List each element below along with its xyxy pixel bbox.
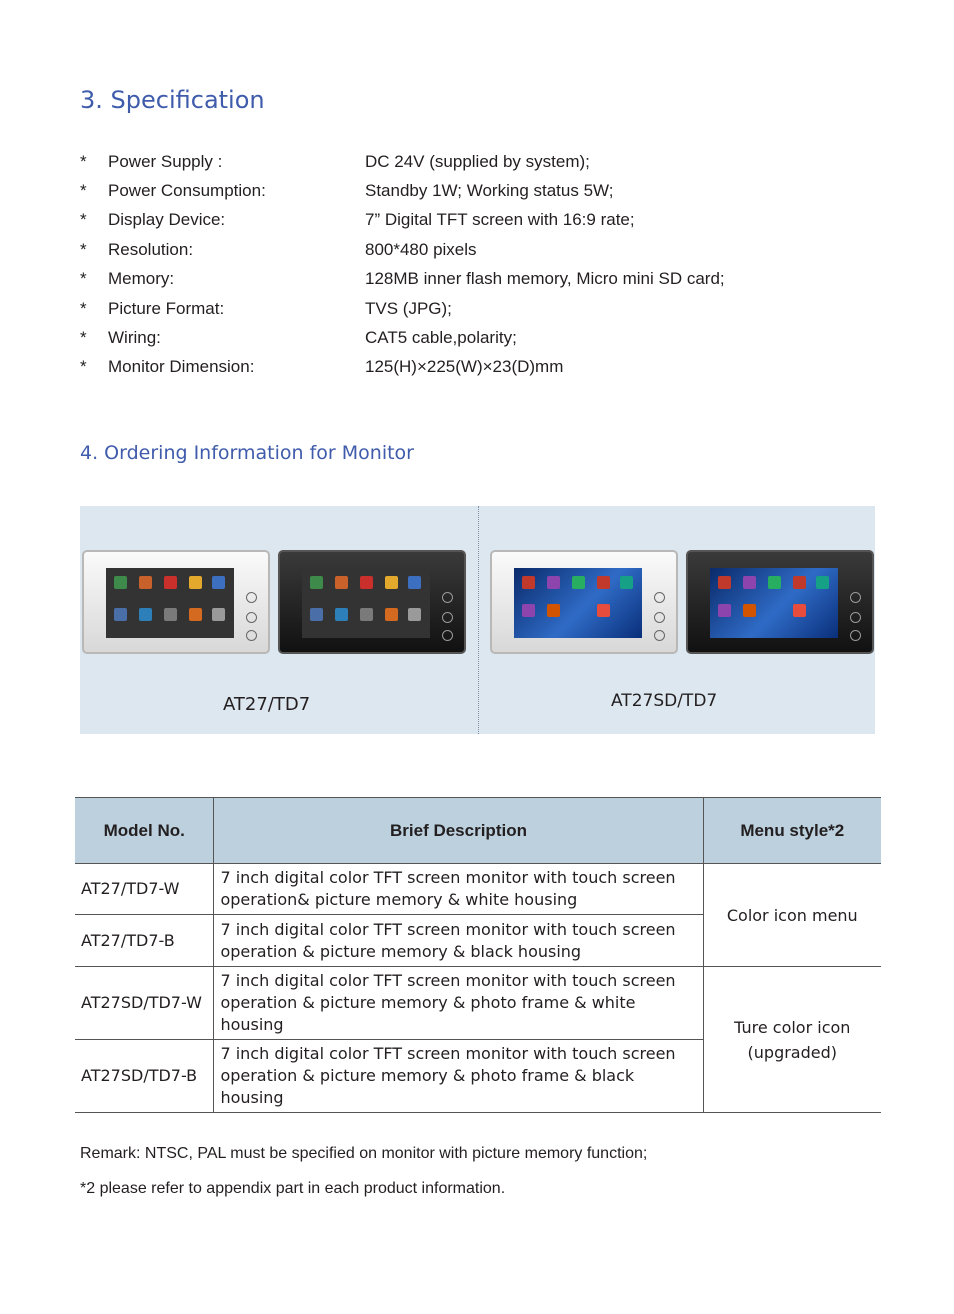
spec-value: 800*480 pixels bbox=[365, 240, 477, 259]
description-cell: 7 inch digital color TFT screen monitor … bbox=[213, 863, 704, 915]
model-cell: AT27SD/TD7-W bbox=[75, 966, 215, 1040]
spec-label: Picture Format: bbox=[108, 299, 225, 318]
spec-value: Standby 1W; Working status 5W; bbox=[365, 181, 614, 200]
bullet: * bbox=[80, 152, 87, 171]
description-cell: 7 inch digital color TFT screen monitor … bbox=[213, 914, 704, 967]
model-cell: AT27/TD7-W bbox=[75, 863, 215, 915]
monitor-image-at27sd-white bbox=[490, 550, 678, 654]
caption-at27: AT27/TD7 bbox=[223, 694, 311, 715]
header-description: Brief Description bbox=[213, 797, 704, 864]
caption-at27sd: AT27SD/TD7 bbox=[611, 691, 718, 711]
header-model: Model No. bbox=[75, 797, 215, 864]
spec-label: Power Supply : bbox=[108, 152, 223, 171]
table-row: AT27SD/TD7-B 7 inch digital color TFT sc… bbox=[75, 1039, 881, 1113]
table-row: AT27SD/TD7-W 7 inch digital color TFT sc… bbox=[75, 966, 881, 1113]
spec-value: TVS (JPG); bbox=[365, 299, 452, 318]
description-cell: 7 inch digital color TFT screen monitor … bbox=[213, 1039, 704, 1113]
table-row: AT27/TD7-W 7 inch digital color TFT scre… bbox=[75, 863, 881, 967]
spec-value: 128MB inner flash memory, Micro mini SD … bbox=[365, 269, 725, 288]
table-row: AT27/TD7-B 7 inch digital color TFT scre… bbox=[75, 914, 881, 967]
monitor-screen bbox=[106, 568, 234, 638]
section-heading-specification: 3. Specification bbox=[80, 86, 265, 114]
bullet: * bbox=[80, 357, 87, 376]
bullet: * bbox=[80, 328, 87, 347]
monitor-screen bbox=[302, 568, 430, 638]
spec-label: Resolution: bbox=[108, 240, 194, 259]
spec-value: CAT5 cable,polarity; bbox=[365, 328, 517, 347]
spec-value: 7” Digital TFT screen with 16:9 rate; bbox=[365, 210, 635, 229]
menu-style-cell: Ture color icon (upgraded) bbox=[702, 966, 881, 1113]
spec-value: 125(H)×225(W)×23(D)mm bbox=[365, 357, 564, 376]
description-cell: 7 inch digital color TFT screen monitor … bbox=[213, 966, 704, 1040]
product-image-panel: AT27/TD7 AT27SD/TD7 bbox=[80, 506, 875, 734]
bullet: * bbox=[80, 210, 87, 229]
monitor-image-at27-white bbox=[82, 550, 270, 654]
menu-style-cell: Color icon menu bbox=[702, 863, 881, 967]
section-heading-ordering: 4. Ordering Information for Monitor bbox=[80, 442, 414, 464]
header-menu-style: Menu style*2 bbox=[702, 797, 881, 864]
model-cell: AT27/TD7-B bbox=[75, 914, 215, 967]
bullet: * bbox=[80, 269, 87, 288]
ordering-table: Model No. Brief Description Menu style*2… bbox=[75, 797, 881, 1113]
bullet: * bbox=[80, 181, 87, 200]
bullet: * bbox=[80, 240, 87, 259]
spec-label: Monitor Dimension: bbox=[108, 357, 255, 376]
spec-label: Memory: bbox=[108, 269, 175, 288]
model-cell: AT27SD/TD7-B bbox=[75, 1039, 215, 1113]
spec-label: Power Consumption: bbox=[108, 181, 266, 200]
table-header-row: Model No. Brief Description Menu style*2 bbox=[75, 797, 881, 864]
bullet: * bbox=[80, 299, 87, 318]
panel-divider bbox=[478, 506, 479, 734]
spec-value: DC 24V (supplied by system); bbox=[365, 152, 590, 171]
spec-label: Wiring: bbox=[108, 328, 161, 347]
spec-label: Display Device: bbox=[108, 210, 226, 229]
remark-text: Remark: NTSC, PAL must be specified on m… bbox=[80, 1145, 648, 1162]
monitor-screen bbox=[710, 568, 838, 638]
monitor-image-at27-black bbox=[278, 550, 466, 654]
monitor-screen bbox=[514, 568, 642, 638]
footnote-text: *2 please refer to appendix part in each… bbox=[80, 1180, 506, 1197]
monitor-image-at27sd-black bbox=[686, 550, 874, 654]
